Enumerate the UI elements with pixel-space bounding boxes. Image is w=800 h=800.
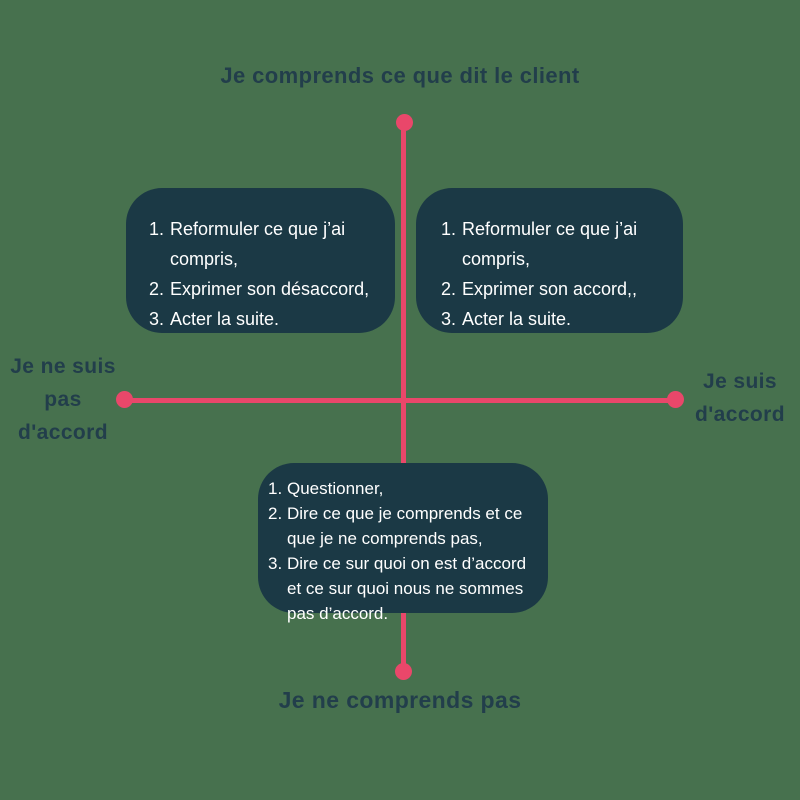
- list-item-marker: 1.: [148, 219, 164, 239]
- axis-endpoint-dot-top: [396, 114, 413, 131]
- axis-label-left: Je ne suis pas d'accord: [0, 350, 126, 449]
- axis-label-right-line-1: Je suis: [702, 370, 777, 393]
- axis-endpoint-dot-right: [667, 391, 684, 408]
- list-item-text: Dire ce sur quoi on est d’accord et ce s…: [287, 554, 527, 623]
- list-item: 1. Reformuler ce que j’ai compris,: [434, 214, 681, 274]
- list-item: 1. Reformuler ce que j’ai compris,: [142, 214, 393, 274]
- axis-label-left-line-3: d'accord: [18, 421, 108, 444]
- axis-endpoint-dot-bottom: [395, 663, 412, 680]
- list-item: 3. Dire ce sur quoi on est d’accord et c…: [268, 551, 538, 626]
- axis-endpoint-dot-left: [116, 391, 133, 408]
- list-item-text: Exprimer son désaccord,: [170, 279, 370, 299]
- list-item-text: Acter la suite.: [462, 309, 572, 329]
- axis-label-left-line-2: pas: [44, 388, 82, 411]
- list-item-marker: 2.: [268, 504, 283, 523]
- axis-label-top: Je comprends ce que dit le client: [220, 63, 580, 88]
- list-item-marker: 2.: [148, 279, 164, 299]
- list-item: 2. Exprimer son accord,,: [434, 274, 681, 304]
- list-item-text: Exprimer son accord,,: [462, 279, 638, 299]
- axis-label-left-line-1: Je ne suis: [10, 355, 116, 378]
- quadrant-box-bottom: 1. Questionner, 2. Dire ce que je compre…: [258, 463, 548, 623]
- list-item-marker: 3.: [440, 309, 456, 329]
- list-item-text: Reformuler ce que j’ai compris,: [170, 219, 346, 269]
- list-item-marker: 1.: [440, 219, 456, 239]
- vertical-axis-line: [401, 122, 406, 672]
- list-item: 1. Questionner,: [268, 476, 538, 501]
- list-item-text: Dire ce que je comprends et ce que je ne…: [287, 504, 523, 548]
- list-item-text: Acter la suite.: [170, 309, 280, 329]
- list-item: 3. Acter la suite.: [434, 304, 681, 334]
- quadrant-box-top-left: 1. Reformuler ce que j’ai compris, 2. Ex…: [126, 188, 395, 333]
- list-item: 3. Acter la suite.: [142, 304, 393, 334]
- list-item-text: Reformuler ce que j’ai compris,: [462, 219, 638, 269]
- axis-label-right: Je suis d'accord: [676, 365, 800, 431]
- list-item: 2. Dire ce que je comprends et ce que je…: [268, 501, 538, 551]
- list-item-text: Questionner,: [287, 479, 384, 498]
- list-item-marker: 3.: [148, 309, 164, 329]
- axis-label-right-line-2: d'accord: [695, 403, 785, 426]
- list-item: 2. Exprimer son désaccord,: [142, 274, 393, 304]
- quadrant-box-top-right: 1. Reformuler ce que j’ai compris, 2. Ex…: [416, 188, 683, 333]
- horizontal-axis-line: [124, 398, 676, 403]
- list-item-marker: 3.: [268, 554, 283, 573]
- list-item-marker: 1.: [268, 479, 283, 498]
- axis-label-bottom: Je ne comprends pas: [278, 687, 522, 713]
- list-item-marker: 2.: [440, 279, 456, 299]
